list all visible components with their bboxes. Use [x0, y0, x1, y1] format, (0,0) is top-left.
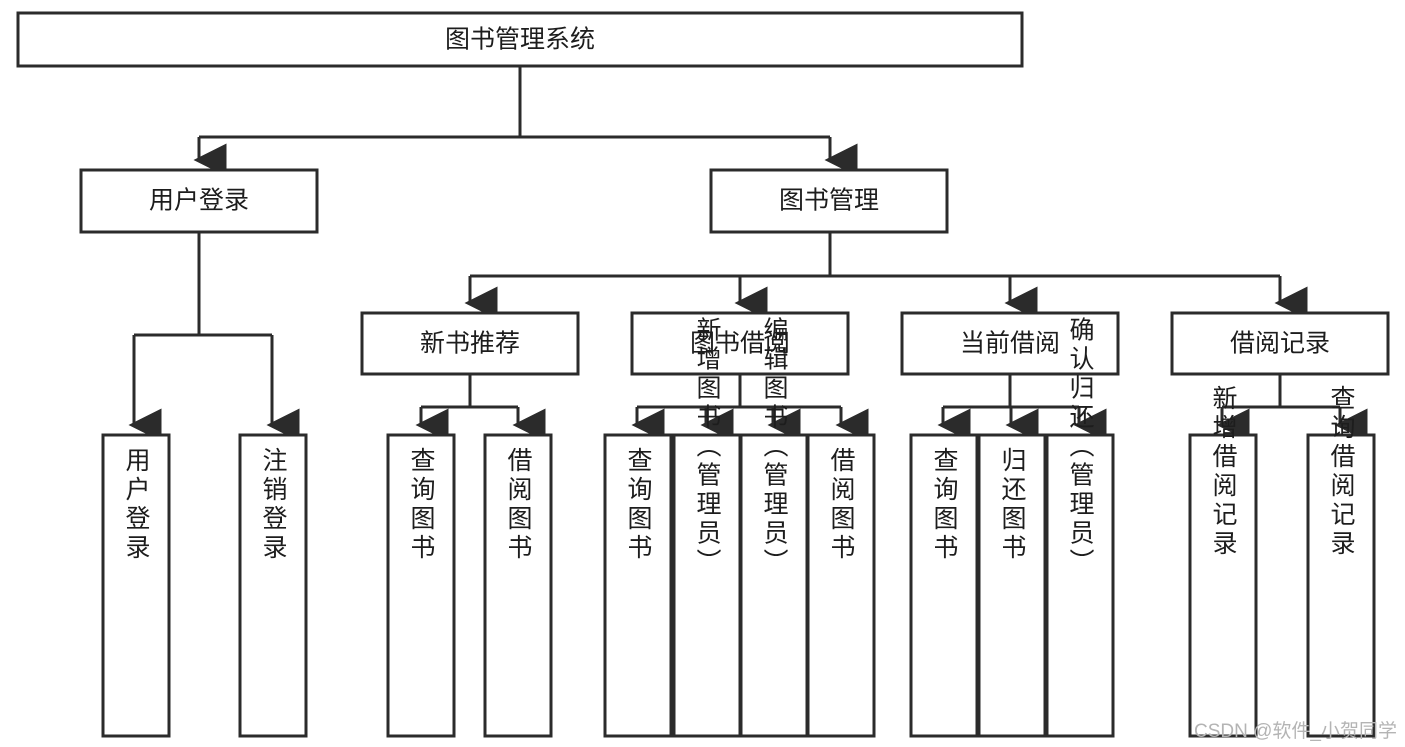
- edge-book-borrow-to-leaves: [631, 374, 869, 442]
- node-leaf-query-book-1-label: 查询图书: [407, 447, 436, 563]
- node-leaf-edit-book[interactable]: 编辑图书（管理员）: [739, 317, 809, 738]
- node-leaf-query-record[interactable]: 查询借阅记录: [1306, 385, 1376, 738]
- node-leaf-add-book[interactable]: 新增图书（管理员）: [672, 317, 742, 738]
- node-borrow-record[interactable]: 借阅记录: [1170, 311, 1390, 376]
- node-user-login-label: 用户登录: [149, 187, 249, 215]
- node-leaf-confirm-return-label: 确认归还（管理员）: [1066, 317, 1095, 578]
- edge-user-login-to-leaves: [128, 232, 300, 442]
- node-new-book-rec-label: 新书推荐: [420, 330, 520, 358]
- node-leaf-return-book[interactable]: 归还图书: [977, 433, 1047, 738]
- edge-book-manage-to-level3: [464, 232, 1308, 320]
- node-leaf-add-book-label: 新增图书（管理员）: [693, 317, 722, 578]
- node-leaf-borrow-book-1[interactable]: 借阅图书: [483, 433, 553, 738]
- node-leaf-query-book-3-label: 查询图书: [930, 447, 959, 563]
- node-leaf-logout[interactable]: 注销登录: [238, 433, 308, 738]
- node-leaf-query-book-2[interactable]: 查询图书: [603, 433, 673, 738]
- node-root-label: 图书管理系统: [445, 26, 595, 54]
- node-root[interactable]: 图书管理系统: [16, 11, 1024, 68]
- node-book-manage-label: 图书管理: [779, 187, 879, 215]
- node-user-login[interactable]: 用户登录: [79, 168, 319, 234]
- node-leaf-borrow-book-1-label: 借阅图书: [504, 447, 533, 563]
- edge-borrow-record-to-leaves: [1216, 374, 1368, 442]
- node-leaf-borrow-book-2[interactable]: 借阅图书: [806, 433, 876, 738]
- node-new-book-rec[interactable]: 新书推荐: [360, 311, 580, 376]
- node-borrow-record-label: 借阅记录: [1230, 330, 1330, 358]
- node-leaf-query-book-3[interactable]: 查询图书: [909, 433, 979, 738]
- edge-root-to-level2: [193, 66, 858, 177]
- node-book-borrow-label: 图书借阅: [690, 330, 790, 358]
- node-leaf-user-login-label: 用户登录: [122, 447, 151, 563]
- node-leaf-confirm-return[interactable]: 确认归还（管理员）: [1045, 317, 1115, 738]
- node-current-borrow[interactable]: 当前借阅: [900, 311, 1120, 376]
- node-book-manage[interactable]: 图书管理: [709, 168, 949, 234]
- node-leaf-query-record-label: 查询借阅记录: [1327, 385, 1356, 559]
- edge-new-book-rec-to-leaves: [415, 374, 546, 442]
- node-leaf-borrow-book-2-label: 借阅图书: [827, 447, 856, 563]
- node-current-borrow-label: 当前借阅: [960, 330, 1060, 358]
- node-leaf-user-login[interactable]: 用户登录: [101, 433, 171, 738]
- node-book-borrow[interactable]: 图书借阅: [630, 311, 850, 376]
- node-leaf-return-book-label: 归还图书: [998, 447, 1027, 563]
- node-leaf-logout-label: 注销登录: [259, 447, 288, 563]
- node-leaf-query-book-2-label: 查询图书: [624, 447, 653, 563]
- node-leaf-add-record[interactable]: 新增借阅记录: [1188, 385, 1258, 738]
- edge-current-borrow-to-leaves: [937, 374, 1107, 442]
- node-leaf-add-record-label: 新增借阅记录: [1209, 385, 1238, 559]
- node-leaf-edit-book-label: 编辑图书（管理员）: [760, 317, 789, 578]
- node-leaf-query-book-1[interactable]: 查询图书: [386, 433, 456, 738]
